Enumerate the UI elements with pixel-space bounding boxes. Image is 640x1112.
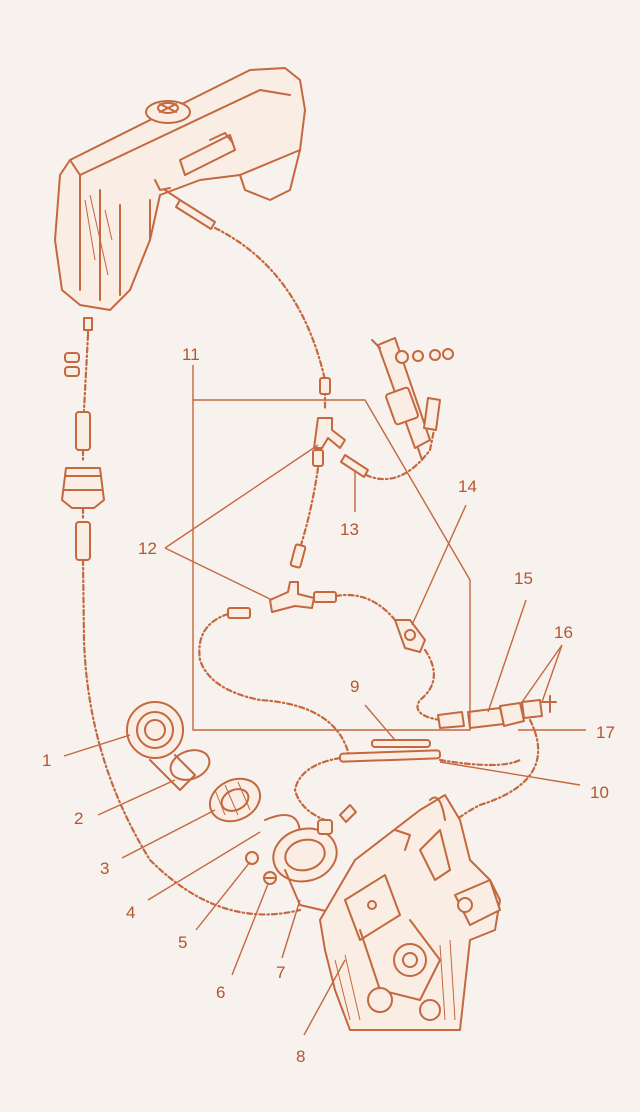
hose-piece-9 — [371, 739, 431, 748]
screw — [263, 871, 277, 885]
filter-cap — [126, 701, 196, 791]
leader-10 — [439, 761, 581, 786]
washer — [245, 851, 259, 865]
callout-8: 8 — [296, 1047, 305, 1066]
callout-3: 3 — [100, 859, 109, 878]
leader-14 — [411, 504, 467, 626]
leader-3 — [121, 809, 216, 859]
callout-10: 10 — [590, 783, 609, 802]
fuel-connector-14 — [394, 619, 426, 653]
callout-11: 11 — [182, 345, 200, 364]
callout-16: 16 — [554, 623, 573, 642]
callout-15: 15 — [514, 569, 533, 588]
callout-17: 17 — [596, 723, 615, 742]
shutoff-valve-assembly — [437, 695, 557, 729]
leader-9 — [364, 704, 396, 741]
t-link-pipe — [298, 466, 320, 550]
leader-4 — [147, 831, 261, 901]
leader-16a — [519, 644, 563, 706]
callout-6: 6 — [216, 983, 225, 1002]
leader-12b — [164, 547, 273, 601]
loop-pipe-right — [334, 594, 397, 622]
injector-leak-off-pipe — [364, 408, 440, 481]
sealing-ring — [169, 749, 211, 781]
upper-t-piece — [312, 377, 369, 478]
leader-8 — [303, 959, 346, 1036]
kit-outline-11 — [192, 399, 471, 731]
callout-12: 12 — [138, 539, 157, 558]
tank-outlet-fitting — [64, 317, 93, 377]
leader-6 — [231, 883, 269, 976]
feed-pipe — [81, 558, 302, 916]
leader-1 — [63, 734, 131, 757]
inline-fuel-filter — [61, 333, 105, 561]
callout-2: 2 — [74, 809, 83, 828]
callout-4: 4 — [126, 903, 135, 922]
fuel-tank — [54, 67, 306, 311]
filter-housing — [272, 804, 357, 913]
callout-7: 7 — [276, 963, 285, 982]
lower-pipe-10 — [438, 758, 522, 767]
filter-element — [208, 777, 262, 823]
lower-pipe-left — [293, 756, 342, 822]
tank-return-fitting — [164, 189, 216, 230]
callout-13: 13 — [340, 520, 359, 539]
leader-15 — [487, 599, 527, 713]
valve-return-pipe — [443, 718, 540, 832]
return-pipe-upper — [213, 226, 327, 382]
callout-14: 14 — [458, 477, 477, 496]
leader-5 — [195, 861, 251, 931]
callout-9: 9 — [350, 677, 359, 696]
connector-14-pipe — [416, 648, 442, 722]
leader-7 — [281, 899, 301, 959]
injector-assembly — [371, 337, 454, 461]
pipe-strip-10 — [338, 749, 442, 763]
leader-12a — [164, 444, 319, 549]
callout-1: 1 — [42, 751, 51, 770]
loop-pipe-left — [198, 612, 352, 762]
lower-t-piece — [227, 543, 337, 619]
callout-5: 5 — [178, 933, 187, 952]
engine-block — [319, 794, 501, 1031]
leader-16b — [541, 644, 563, 703]
leader-2 — [97, 779, 176, 816]
